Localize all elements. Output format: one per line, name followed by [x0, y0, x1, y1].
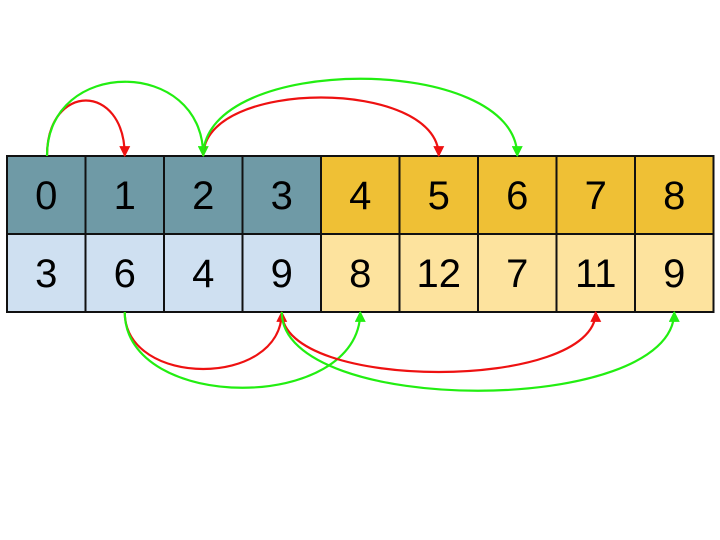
value-cell-8: 9	[634, 233, 715, 313]
value-cell-3: 9	[241, 233, 322, 313]
value-cell-5: 12	[398, 233, 479, 313]
value-label: 9	[663, 252, 685, 296]
value-cell-2: 4	[163, 233, 244, 313]
value-label: 4	[192, 252, 214, 296]
index-cell-box	[555, 155, 636, 235]
value-cell-6: 7	[477, 233, 558, 313]
bottom-arrow-red-1-to-3	[123, 310, 288, 371]
index-cell-6: 6	[477, 155, 558, 235]
value-row: 3 6 4 9 8 12 7 11 9	[6, 233, 715, 313]
index-label: 0	[35, 174, 57, 218]
index-label: 3	[271, 174, 293, 218]
value-cell-box	[634, 233, 715, 313]
index-cell-box	[6, 155, 87, 235]
top-arrow-red-0-to-1	[45, 99, 131, 158]
value-cell-7: 11	[555, 233, 636, 313]
index-cell-box	[398, 155, 479, 235]
index-cell-4: 4	[320, 155, 401, 235]
value-label: 8	[349, 252, 371, 296]
value-label: 3	[35, 252, 57, 296]
value-label: 9	[271, 252, 293, 296]
bottom-arrow-green-3-to-8	[280, 310, 680, 392]
index-cell-1: 1	[84, 155, 165, 235]
value-label: 11	[575, 252, 617, 296]
value-cell-0: 3	[6, 233, 87, 313]
value-cell-box	[555, 233, 636, 313]
bottom-arrows	[123, 310, 680, 392]
index-row: 0 1 2 3 4 5 6 7 8	[6, 155, 715, 235]
value-label: 7	[506, 252, 528, 296]
index-label: 7	[585, 174, 607, 218]
top-arrow-green-2-to-6	[202, 77, 523, 158]
top-arrow-red-2-to-5	[202, 96, 445, 158]
index-cell-7: 7	[555, 155, 636, 235]
index-cell-box	[84, 155, 165, 235]
value-cell-4: 8	[320, 233, 401, 313]
value-cell-box	[163, 233, 244, 313]
top-arrows	[45, 77, 523, 158]
index-label: 4	[349, 174, 371, 218]
index-label: 1	[114, 174, 136, 218]
value-label: 6	[114, 252, 136, 296]
value-cell-box	[320, 233, 401, 313]
value-cell-box	[6, 233, 87, 313]
index-cell-5: 5	[398, 155, 479, 235]
index-cell-0: 0	[6, 155, 87, 235]
index-label: 5	[428, 174, 450, 218]
top-arrow-green-0-to-2	[45, 80, 209, 158]
index-cell-8: 8	[634, 155, 715, 235]
bottom-arrow-green-1-to-4	[123, 310, 366, 389]
value-cell-box	[477, 233, 558, 313]
index-label: 2	[192, 174, 214, 218]
index-label: 8	[663, 174, 685, 218]
index-cell-2: 2	[163, 155, 244, 235]
bottom-arrow-red-3-to-7	[280, 310, 602, 374]
value-label: 12	[417, 252, 462, 296]
value-cell-1: 6	[84, 233, 165, 313]
index-cell-3: 3	[241, 155, 322, 235]
index-label: 6	[506, 174, 528, 218]
